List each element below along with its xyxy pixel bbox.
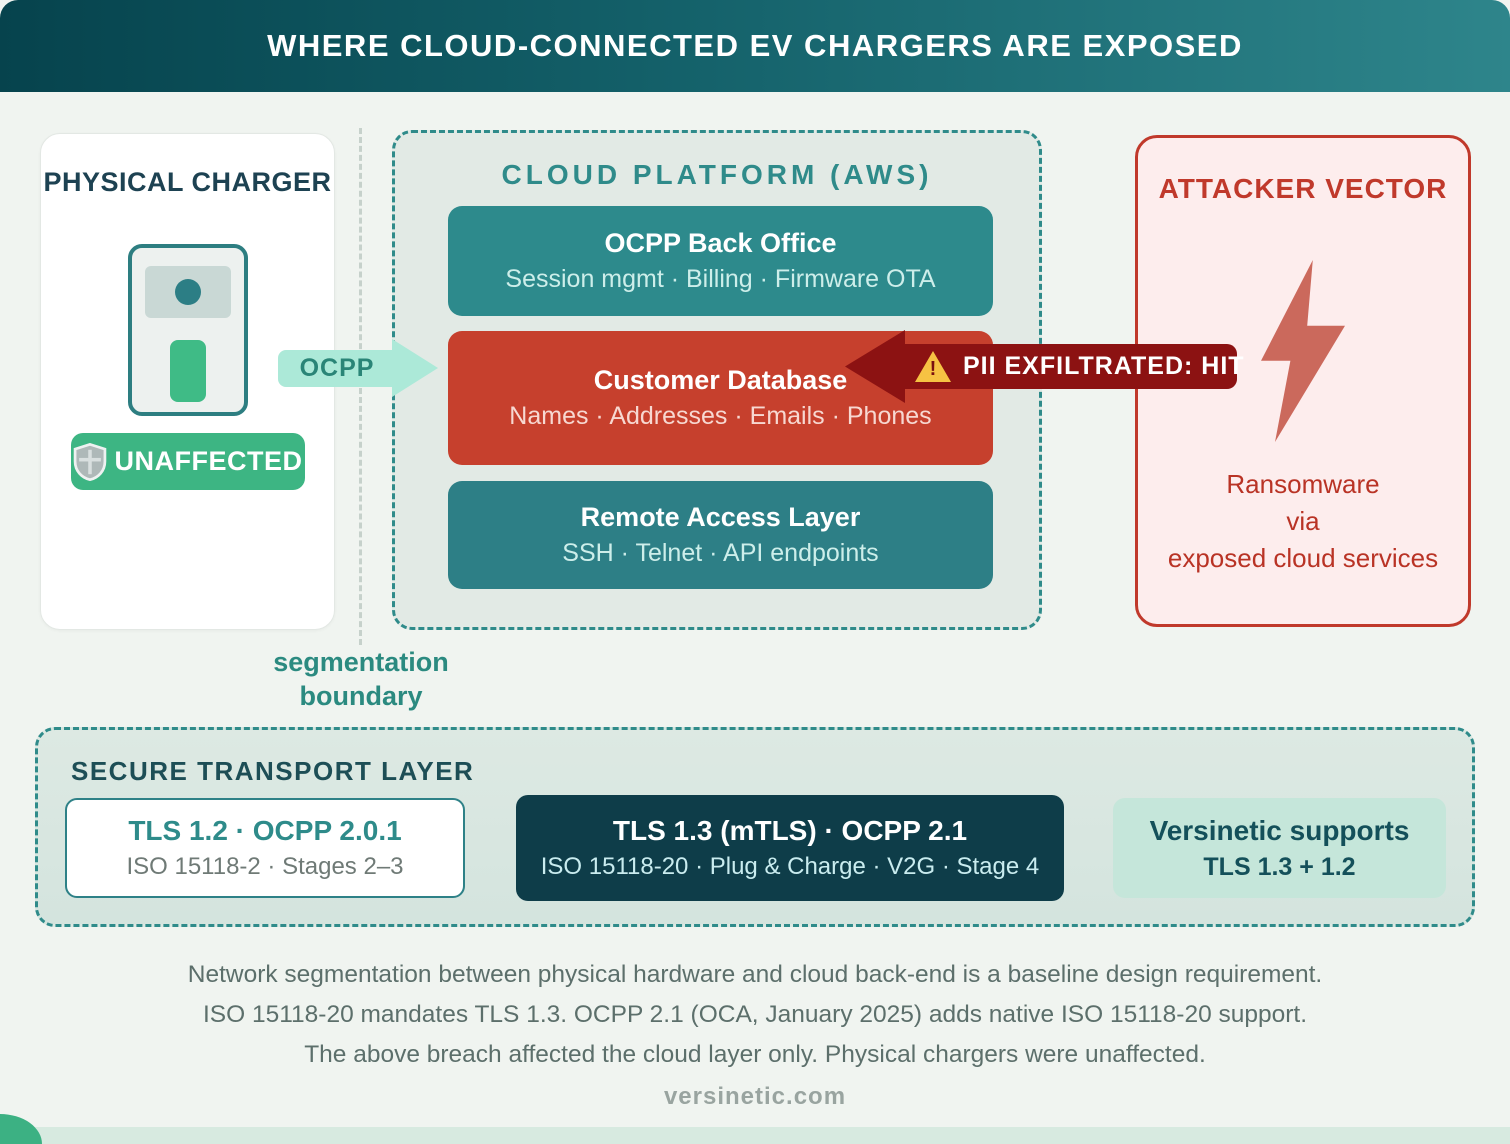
footer-note-line1: Network segmentation between physical ha…: [187, 961, 1323, 988]
lightning-bolt-icon: [1261, 256, 1345, 451]
charger-port: [169, 340, 206, 402]
tls13-card-line1: TLS 1.3 (mTLS) · OCPP 2.1: [612, 815, 968, 846]
tls12-card-line2: ISO 15118-2 · Stages 2–3: [126, 853, 404, 880]
tls12-card: TLS 1.2 · OCPP 2.0.1 ISO 15118-2 · Stage…: [65, 798, 465, 898]
customer-database-title: Customer Database: [593, 365, 848, 395]
ocpp-back-office-subtitle: Session mgmt · Billing · Firmware OTA: [505, 265, 936, 293]
charger-screen: [144, 266, 231, 318]
ocpp-arrow-head-icon: [392, 339, 438, 397]
attacker-vector-title: ATTACKER VECTOR: [1158, 173, 1448, 204]
versinetic-supports-line2: TLS 1.3 + 1.2: [1203, 852, 1356, 881]
bottom-accent-strip: [0, 1127, 1510, 1144]
remote-access-layer-box: Remote Access Layer SSH · Telnet · API e…: [448, 481, 993, 589]
cloud-platform-title: CLOUD PLATFORM (AWS): [501, 159, 933, 190]
tls13-card-line2: ISO 15118-20 · Plug & Charge · V2G · Sta…: [540, 853, 1040, 880]
tls12-card-line1: TLS 1.2 · OCPP 2.0.1: [128, 815, 402, 846]
ocpp-arrow-label: OCPP: [299, 354, 375, 382]
attack-arrow-label: PII EXFILTRATED: HIT: [963, 352, 1245, 380]
warning-icon: !: [915, 351, 951, 382]
unaffected-badge-label: UNAFFECTED: [114, 446, 303, 476]
website-link[interactable]: versinetic.com: [663, 1083, 847, 1110]
physical-charger-title: PHYSICAL CHARGER: [43, 167, 332, 197]
attacker-desc-line3: exposed cloud services: [1167, 543, 1439, 573]
attack-arrow-body: ! PII EXFILTRATED: HIT: [901, 344, 1244, 389]
remote-access-layer-subtitle: SSH · Telnet · API endpoints: [562, 539, 879, 567]
ev-charger-illustration: [127, 244, 248, 416]
ocpp-back-office-title: OCPP Back Office: [604, 228, 837, 258]
attack-arrow: ! PII EXFILTRATED: HIT: [845, 330, 1244, 403]
cloud-platform-panel: CLOUD PLATFORM (AWS) OCPP Back Office Se…: [392, 130, 1042, 630]
attacker-vector-description: Ransomware via exposed cloud services: [1138, 466, 1468, 577]
footer-note-line3: The above breach affected the cloud laye…: [304, 1041, 1206, 1068]
corner-decoration: [0, 1114, 42, 1144]
page-title: WHERE CLOUD-CONNECTED EV CHARGERS ARE EX…: [267, 28, 1243, 63]
versinetic-supports-line1: Versinetic supports: [1149, 814, 1410, 846]
ocpp-flow-arrow: OCPP: [278, 339, 438, 397]
attacker-desc-line2: via: [1286, 506, 1320, 536]
customer-database-subtitle: Names · Addresses · Emails · Phones: [509, 402, 932, 430]
ocpp-arrow-body: OCPP: [278, 350, 396, 387]
secure-transport-panel: SECURE TRANSPORT LAYER TLS 1.2 · OCPP 2.…: [35, 727, 1475, 927]
footer-notes: Network segmentation between physical ha…: [0, 955, 1510, 1075]
tls13-card: TLS 1.3 (mTLS) · OCPP 2.1 ISO 15118-20 ·…: [516, 795, 1064, 901]
charger-status-dot: [174, 279, 201, 305]
attacker-desc-line1: Ransomware: [1226, 469, 1380, 499]
ocpp-back-office-box: OCPP Back Office Session mgmt · Billing …: [448, 206, 993, 316]
remote-access-layer-title: Remote Access Layer: [580, 502, 861, 532]
header-bar: WHERE CLOUD-CONNECTED EV CHARGERS ARE EX…: [0, 0, 1510, 92]
secure-transport-title: SECURE TRANSPORT LAYER: [71, 756, 475, 786]
segmentation-boundary-label: segmentation boundary: [273, 647, 449, 711]
shield-icon: [73, 442, 107, 481]
unaffected-badge: UNAFFECTED: [70, 433, 305, 490]
attack-arrow-head-icon: [845, 330, 905, 403]
footer-note-line2: ISO 15118-20 mandates TLS 1.3. OCPP 2.1 …: [202, 1001, 1308, 1028]
versinetic-supports-card: Versinetic supports TLS 1.3 + 1.2: [1113, 798, 1446, 898]
